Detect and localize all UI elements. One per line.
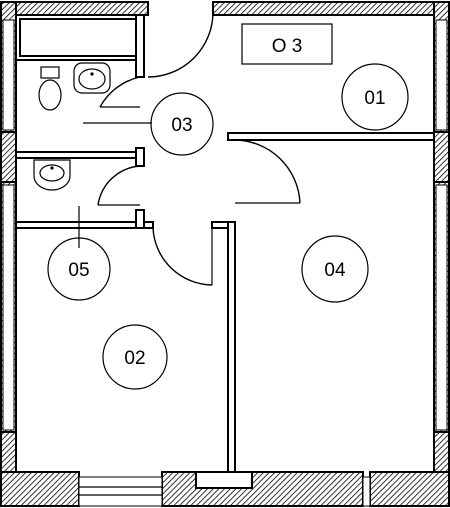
room-tag-02-label: 02 xyxy=(124,348,145,369)
room-tag-03: 03 xyxy=(150,92,214,156)
room-tag-05-label: 05 xyxy=(68,260,89,281)
leader-lines xyxy=(78,122,152,248)
room-tag-01-label: 01 xyxy=(364,88,385,109)
room-tag-04-label: 04 xyxy=(324,260,346,281)
interior-partitions xyxy=(15,14,435,473)
room-tag-05: 05 xyxy=(47,237,111,301)
fixtures xyxy=(33,62,111,191)
sink-icon xyxy=(73,62,111,94)
room-tag-03-label: 03 xyxy=(171,115,192,136)
unit-label: О 3 xyxy=(241,23,333,65)
room-tag-02: 02 xyxy=(102,324,168,390)
door-swings xyxy=(97,2,301,286)
room-tag-04: 04 xyxy=(301,235,369,303)
unit-label-text: О 3 xyxy=(272,36,303,57)
room-tag-01: 01 xyxy=(341,63,409,131)
wc-sink-icon xyxy=(33,159,71,191)
toilet-icon xyxy=(38,66,62,111)
